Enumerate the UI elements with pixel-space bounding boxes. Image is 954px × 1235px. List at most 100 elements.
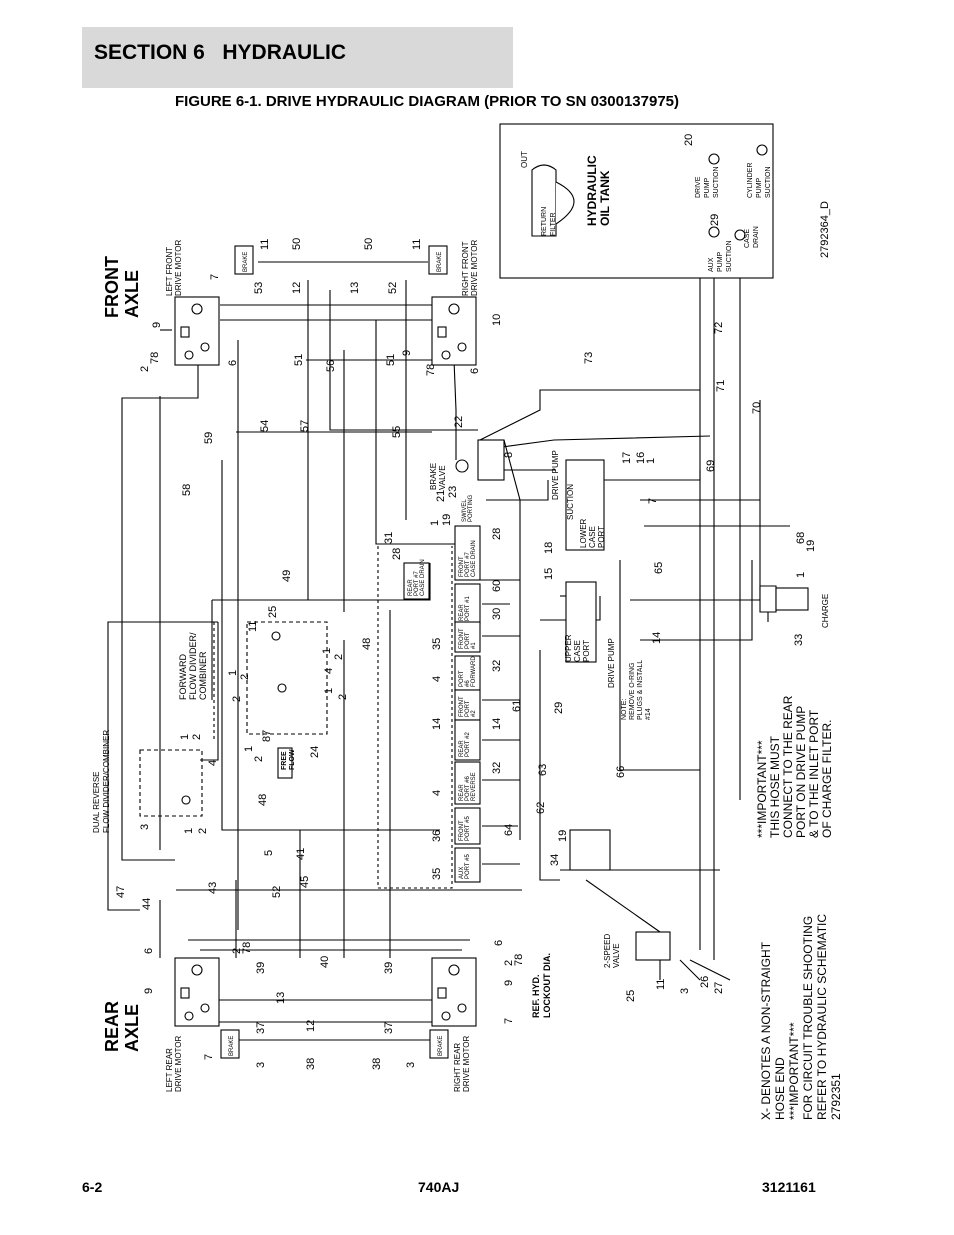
callout-11: 11 [655, 979, 667, 990]
callout-14: 14 [431, 718, 443, 730]
callout-28: 28 [491, 528, 503, 540]
aux-pump-suction-label: PUMP [717, 251, 724, 272]
right-front-motor-s-port [437, 326, 447, 338]
drive-pump-upper [565, 581, 597, 663]
tank-out-label: OUT [520, 151, 529, 168]
callout-64: 64 [503, 824, 515, 836]
callout-37: 37 [255, 1022, 267, 1034]
hose-line [540, 596, 601, 621]
brake-valve-solenoid [455, 459, 469, 473]
callout-2: 2 [239, 674, 251, 680]
callout-69: 69 [705, 460, 717, 472]
charge-filter-icon [759, 585, 777, 622]
callout-9: 9 [503, 980, 515, 986]
callout-16: 16 [635, 452, 647, 464]
callout-34: 34 [549, 854, 561, 866]
aux-pump-suction-port [708, 226, 720, 238]
section-header: SECTION 6 HYDRAULIC [82, 27, 513, 88]
callout-23: 23 [447, 486, 459, 498]
callout-9: 9 [151, 322, 163, 328]
callout-37: 37 [383, 1022, 395, 1034]
drive-pump-label-2: DRIVE PUMP [607, 638, 616, 688]
cylinder-pump-suction-label: PUMP [756, 177, 763, 198]
callout-60: 60 [491, 580, 503, 592]
callout-38: 38 [371, 1058, 383, 1070]
front-axle-label: FRONT [102, 256, 122, 318]
callout-68: 68 [795, 532, 807, 544]
callout-2: 2 [337, 694, 349, 700]
swivel-port-label: REAR [408, 579, 414, 596]
right-front-motor-brake-label: BRAKE [437, 252, 443, 272]
hose-line [679, 959, 701, 981]
document-number: 3121161 [762, 1179, 816, 1195]
return-filter-label: RETURN [541, 207, 548, 236]
lower-case-port-label: CASE [588, 526, 597, 548]
swivel-port-label: REAR [459, 784, 465, 801]
legend-note: REFER TO HYDRAULIC SCHEMATIC [815, 914, 829, 1120]
case-drain-label: CASE [744, 229, 751, 248]
note-label: PLUGS & INSTALL [637, 660, 644, 720]
two-speed-valve-label: VALVE [612, 943, 621, 968]
callout-53: 53 [253, 282, 265, 294]
swivel-port-box [454, 807, 481, 845]
callout-52: 52 [271, 886, 283, 898]
legend-note: ***IMPORTANT*** [787, 1022, 801, 1120]
callout-19: 19 [805, 540, 817, 552]
hose-line [486, 480, 549, 501]
case-drain-port [734, 229, 746, 241]
callout-12: 12 [291, 282, 303, 294]
swivel-port-box [454, 689, 481, 721]
callout-31: 31 [383, 532, 395, 544]
callout-1: 1 [429, 520, 441, 526]
aux-pump [569, 829, 611, 871]
swivel-port-label: PORT #7 [414, 571, 420, 596]
left-rear-motor-brake-label: BRAKE [229, 1036, 235, 1056]
callout-1: 1 [183, 828, 195, 834]
dual-reverse-label: DUAL REVERSE [92, 772, 101, 834]
right-rear-motor-label: DRIVE MOTOR [462, 1035, 471, 1092]
hydraulic-oil-tank-label: OIL TANK [598, 170, 612, 226]
left-rear-motor-port-b [200, 1003, 210, 1013]
callout-6: 6 [493, 940, 505, 946]
swivel-port-label: PORT #2 [465, 732, 471, 757]
callout-11: 11 [259, 239, 271, 250]
callout-38: 38 [305, 1058, 317, 1070]
hose-line [596, 470, 701, 481]
callout-29: 29 [553, 702, 565, 714]
swivel-port-label: REVERSE [471, 772, 477, 801]
callout-70: 70 [751, 402, 763, 414]
charge-filter [775, 587, 809, 611]
callout-45: 45 [299, 876, 311, 888]
hose-line [221, 460, 440, 831]
brake-valve [477, 439, 505, 481]
swivel-port-box [454, 847, 481, 883]
hose-line [585, 879, 661, 933]
callout-7: 7 [209, 274, 221, 280]
hose-line [539, 650, 560, 881]
callout-11: 11 [411, 239, 423, 250]
right-rear-motor-s-port [437, 987, 447, 999]
legend-note: HOSE END [773, 1057, 787, 1120]
callout-41: 41 [295, 848, 307, 860]
rear-axle-label: REAR [102, 1001, 122, 1052]
swivel-port-label: #1 [471, 642, 477, 649]
front-axle-label: AXLE [122, 270, 142, 318]
forward-divider-port [277, 683, 287, 693]
callout-2: 2 [197, 828, 209, 834]
brake-valve-label: VALVE [438, 465, 447, 490]
drawing-number: 2792364_D [819, 201, 831, 258]
callout-18: 18 [543, 542, 555, 554]
callout-13: 13 [349, 282, 361, 294]
ref-lockout-label: REF. HYD. [531, 974, 541, 1018]
suction-label: SUCTION [566, 484, 575, 520]
left-rear-motor-port-a [184, 1011, 194, 1021]
hose-line [619, 560, 700, 771]
callout-58: 58 [181, 484, 193, 496]
callout-2: 2 [231, 696, 243, 702]
right-front-motor-port [448, 303, 460, 315]
upper-case-port-label: PORT [582, 640, 591, 662]
callout-25: 25 [267, 606, 279, 618]
swivel-port-label: PORT #6 [465, 776, 471, 801]
callout-28: 28 [391, 548, 403, 560]
